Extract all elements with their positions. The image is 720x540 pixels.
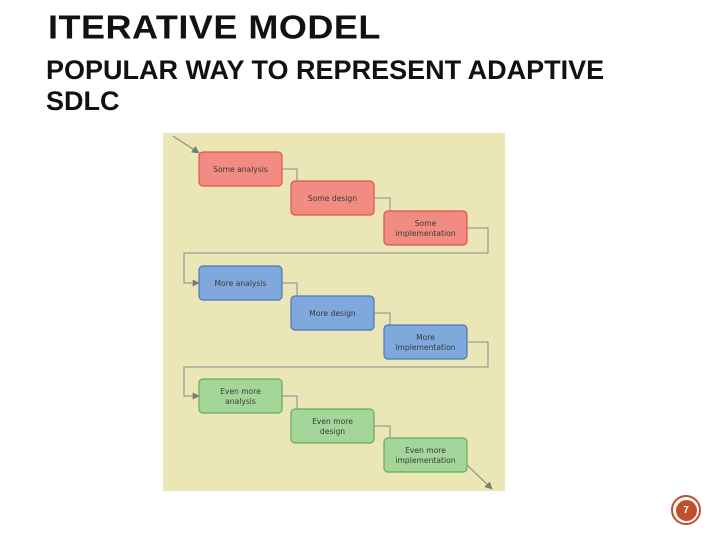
step-label: implementation (395, 229, 455, 238)
step-label: implementation (395, 456, 455, 465)
step-box: More analysis (198, 265, 283, 301)
step-box-shape (290, 295, 375, 331)
step-box-shape (383, 210, 468, 246)
entry-arrow (172, 135, 200, 154)
step-box-shape (290, 408, 375, 444)
step-box-shape (383, 437, 468, 473)
step-label: Even more (405, 446, 446, 455)
step-label: analysis (225, 397, 256, 406)
page-number-badge: 7 (671, 495, 701, 525)
step-connector (374, 425, 391, 438)
step-connector (282, 168, 298, 181)
step-label: Some (415, 219, 437, 228)
step-label: implementation (395, 343, 455, 352)
step-box-shape (198, 265, 283, 301)
slide-title: ITERATIVE MODEL (48, 8, 381, 46)
step-label: Even more (220, 387, 261, 396)
step-box-shape (290, 180, 375, 216)
step-box: More design (290, 295, 375, 331)
step-connector (374, 312, 391, 325)
step-box-shape (198, 151, 283, 187)
page-number: 7 (675, 499, 697, 521)
step-label: Some analysis (213, 165, 268, 174)
step-connector (374, 197, 391, 211)
step-box: Some analysis (198, 151, 283, 187)
step-label: Even more (312, 417, 353, 426)
step-box-shape (383, 324, 468, 360)
step-connector (282, 395, 298, 409)
iteration-loop-connector (183, 341, 489, 400)
step-label: More (416, 333, 435, 342)
step-box-shape (198, 378, 283, 414)
exit-arrow (465, 463, 493, 490)
step-box: Some design (290, 180, 375, 216)
iteration-loop-connector (183, 227, 489, 287)
step-label: More analysis (215, 279, 267, 288)
slide-subtitle: POPULAR WAY TO REPRESENT ADAPTIVE SDLC (46, 55, 605, 116)
step-label: design (320, 427, 345, 436)
step-label: Some design (308, 194, 357, 203)
connectors-layer (172, 135, 493, 490)
step-label: More design (309, 309, 356, 318)
step-connector (282, 282, 298, 296)
